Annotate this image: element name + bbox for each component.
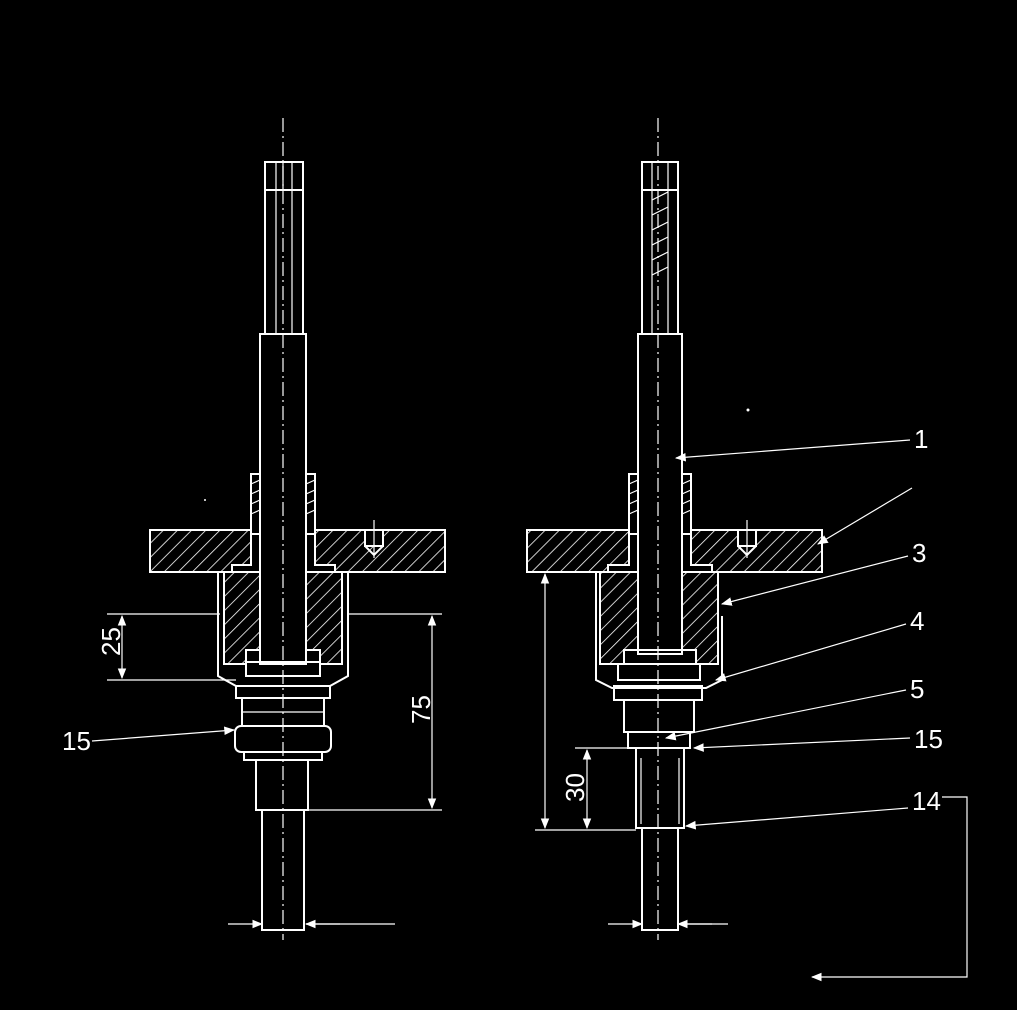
stray-dot-2 xyxy=(204,499,206,501)
left-screw-icon xyxy=(364,520,384,558)
dim-75-label: 75 xyxy=(406,695,436,724)
callout-4: 4 xyxy=(714,606,924,682)
callout-14-label: 14 xyxy=(912,786,941,816)
right-lower-sleeve xyxy=(635,747,685,829)
callout-15-right-label: 15 xyxy=(914,724,943,754)
right-screw-icon xyxy=(737,520,757,558)
right-probe-top xyxy=(641,161,679,335)
right-lower-pipe xyxy=(641,827,679,931)
right-coupling-body xyxy=(623,699,695,733)
callout-15-left-label: 15 xyxy=(62,726,91,756)
left-lower-pipe xyxy=(261,809,305,931)
left-lower-sleeve xyxy=(255,759,309,811)
right-sealing-ring xyxy=(627,731,691,749)
right-nut xyxy=(623,649,697,665)
right-dim-30: 30 xyxy=(560,747,630,830)
callout-1: 1 xyxy=(674,424,928,462)
dim-30-label: 30 xyxy=(560,773,590,802)
callout-5-label: 5 xyxy=(910,674,924,704)
right-flange-plate-left xyxy=(526,529,630,573)
callout-3-label: 3 xyxy=(912,538,926,568)
left-dim-25: 25 xyxy=(96,613,236,681)
callout-1-label: 1 xyxy=(914,424,928,454)
left-flange-plate-left xyxy=(149,529,252,573)
right-stem xyxy=(637,333,683,655)
left-dim-75: 75 xyxy=(308,613,442,811)
callout-14: 14 xyxy=(684,786,968,982)
dim-25-label: 25 xyxy=(96,627,126,656)
stray-dot xyxy=(746,408,750,412)
left-callout-15: 15 xyxy=(62,726,236,756)
left-probe-top xyxy=(264,161,304,335)
left-housing-right xyxy=(305,571,343,665)
right-nut-lower xyxy=(617,663,701,681)
callout-4-label: 4 xyxy=(910,606,924,636)
right-assembly: 30 1 3 4 5 15 14 xyxy=(526,118,968,982)
left-nut xyxy=(245,661,321,677)
right-thread-marks xyxy=(628,479,692,515)
callout-15-right: 15 xyxy=(692,724,943,754)
callout-3: 3 xyxy=(720,538,926,606)
left-assembly: 25 75 15 xyxy=(62,118,446,940)
right-dim-long xyxy=(535,571,636,831)
left-housing-left xyxy=(223,571,261,665)
callout-2 xyxy=(817,487,913,545)
callout-5: 5 xyxy=(664,674,924,741)
left-thread-marks xyxy=(250,479,316,515)
